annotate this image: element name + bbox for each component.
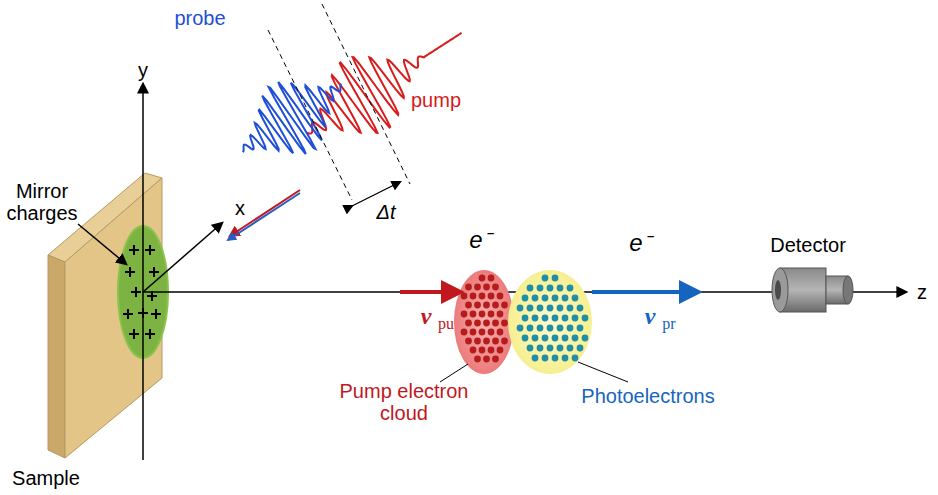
probe-direction	[228, 193, 300, 240]
label: Δt	[377, 201, 396, 223]
label: Pump electron cloud	[334, 380, 474, 424]
label: z	[917, 281, 927, 303]
velocity-arrow	[592, 290, 698, 294]
label: pr	[662, 315, 675, 333]
label: pump	[411, 89, 461, 111]
y-axis	[142, 84, 144, 460]
electron-dots	[461, 275, 589, 363]
label: e⁻	[469, 227, 490, 253]
pump-direction	[230, 190, 300, 236]
velocity-arrow	[400, 290, 460, 294]
leader-line	[78, 224, 126, 264]
label: y	[138, 59, 148, 81]
probe-pulse	[243, 82, 341, 154]
label: e⁻	[629, 230, 650, 256]
label: Sample	[12, 467, 80, 489]
dashed-line	[322, 4, 410, 184]
label: v	[645, 303, 656, 329]
label: v	[421, 303, 432, 329]
label: probe	[174, 7, 225, 29]
label: Detector	[770, 234, 846, 256]
label: pu	[438, 315, 454, 333]
leader-line	[440, 364, 468, 382]
leader-line	[578, 362, 628, 382]
detector-symbol	[772, 268, 853, 312]
label: x	[235, 197, 245, 219]
photoelectron-cloud	[508, 270, 592, 374]
label: Photoelectrons	[581, 385, 714, 407]
pump-electron-cloud	[454, 270, 514, 374]
dashed-line	[268, 30, 352, 200]
label: Mirror charges	[3, 180, 81, 224]
x-axis	[143, 223, 222, 292]
pump-pulse	[306, 33, 462, 134]
